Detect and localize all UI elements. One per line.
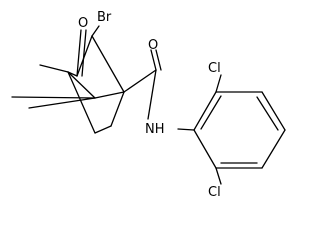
bond-c4-c5 <box>67 71 96 134</box>
bond-ring-cl-top <box>215 74 222 93</box>
bond-c5-c6 <box>94 125 112 134</box>
chlorine-top-label: Cl <box>208 61 221 76</box>
bond-c4-c7 <box>67 71 96 99</box>
bond-n-aryl <box>177 128 195 131</box>
bicyclic-core <box>67 35 125 134</box>
ring-bond-4 <box>261 129 286 169</box>
bond-amide-c-n <box>147 69 157 120</box>
bond-c6-c1 <box>110 91 125 127</box>
bond-c2-c1 <box>91 35 125 93</box>
bond-c7-c1 <box>94 91 125 99</box>
amide-group <box>123 49 195 131</box>
ring-bond-1 <box>193 91 217 131</box>
ring-inner-bond-3 <box>256 96 279 131</box>
ring-bond-6 <box>193 129 217 169</box>
methyl-groups <box>11 64 96 109</box>
bond-c2-br <box>91 25 100 37</box>
bond-gem-methyl-1 <box>11 96 96 99</box>
dichlorophenyl-ring <box>193 74 286 185</box>
ring-bond-3 <box>261 91 286 131</box>
ring-inner-bond-1 <box>200 95 222 130</box>
bond-c1-amide-c <box>123 69 157 93</box>
ketone-oxygen-label: O <box>78 16 88 31</box>
bond-co-2 <box>81 29 87 77</box>
bond-ring-cl-bottom <box>215 167 222 185</box>
bond-c2-c3 <box>76 35 93 77</box>
bond-co-1 <box>76 29 82 77</box>
bond-gem-methyl-2 <box>28 97 96 109</box>
bond-methyl-bridgehead <box>39 64 69 73</box>
chlorine-bottom-label: Cl <box>208 185 221 200</box>
amide-oxygen-label: O <box>148 38 158 53</box>
bond-amide-co-1 <box>150 49 157 71</box>
bromine-label: Br <box>97 10 112 25</box>
bond-amide-co-2 <box>155 49 162 71</box>
chemical-structure: Br O O NH Cl Cl <box>11 10 286 200</box>
ketone-group <box>76 29 87 77</box>
amide-nitrogen-label: NH <box>145 122 165 137</box>
